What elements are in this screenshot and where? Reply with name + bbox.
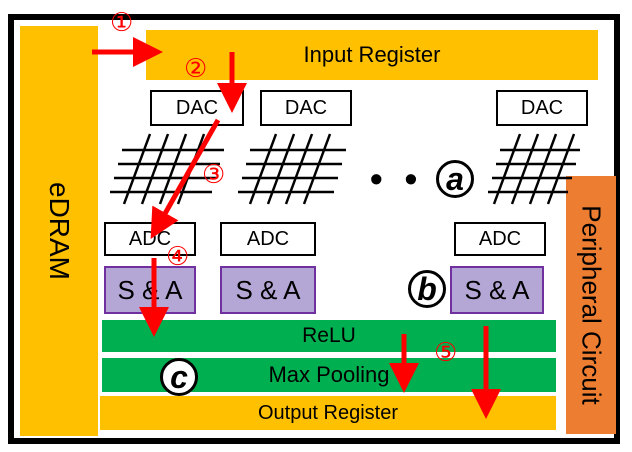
marker-b: b	[408, 270, 446, 308]
edram-block: eDRAM	[20, 26, 98, 436]
adc-3: ADC	[454, 222, 546, 256]
sa-2: S & A	[220, 266, 316, 314]
step-3: ③	[202, 160, 226, 190]
dac-label: DAC	[175, 96, 219, 119]
sa-1: S & A	[104, 266, 196, 314]
adc-2: ADC	[220, 222, 316, 256]
dac-2: DAC	[260, 90, 352, 126]
dac-3: DAC	[496, 90, 588, 126]
relu-block: ReLU	[100, 318, 558, 354]
output-register-label: Output Register	[257, 401, 399, 424]
crossbar-1	[110, 133, 224, 205]
sa-3: S & A	[450, 266, 544, 314]
sa-label: S & A	[464, 274, 530, 305]
step-1: ①	[110, 8, 134, 38]
relu-label: ReLU	[302, 324, 356, 347]
sa-label: S & A	[235, 274, 301, 305]
crossbar-3	[488, 133, 580, 205]
arrow-step-3	[150, 118, 221, 240]
crossbar-2	[238, 133, 346, 205]
step-2: ②	[184, 54, 208, 84]
input-register-label: Input Register	[303, 42, 441, 67]
sa-label: S & A	[117, 274, 183, 305]
marker-a: a	[436, 160, 474, 198]
adc-label: ADC	[478, 227, 522, 250]
dac-label: DAC	[520, 96, 564, 119]
step-5: ⑤	[434, 338, 458, 368]
marker-c: c	[160, 358, 198, 396]
step-4: ④	[166, 242, 190, 272]
peripheral-circuit: Peripheral Circuit	[566, 176, 616, 434]
max-pooling-label: Max Pooling	[268, 362, 390, 387]
adc-label: ADC	[246, 227, 290, 250]
input-register: Input Register	[146, 30, 598, 80]
dac-label: DAC	[284, 96, 328, 119]
